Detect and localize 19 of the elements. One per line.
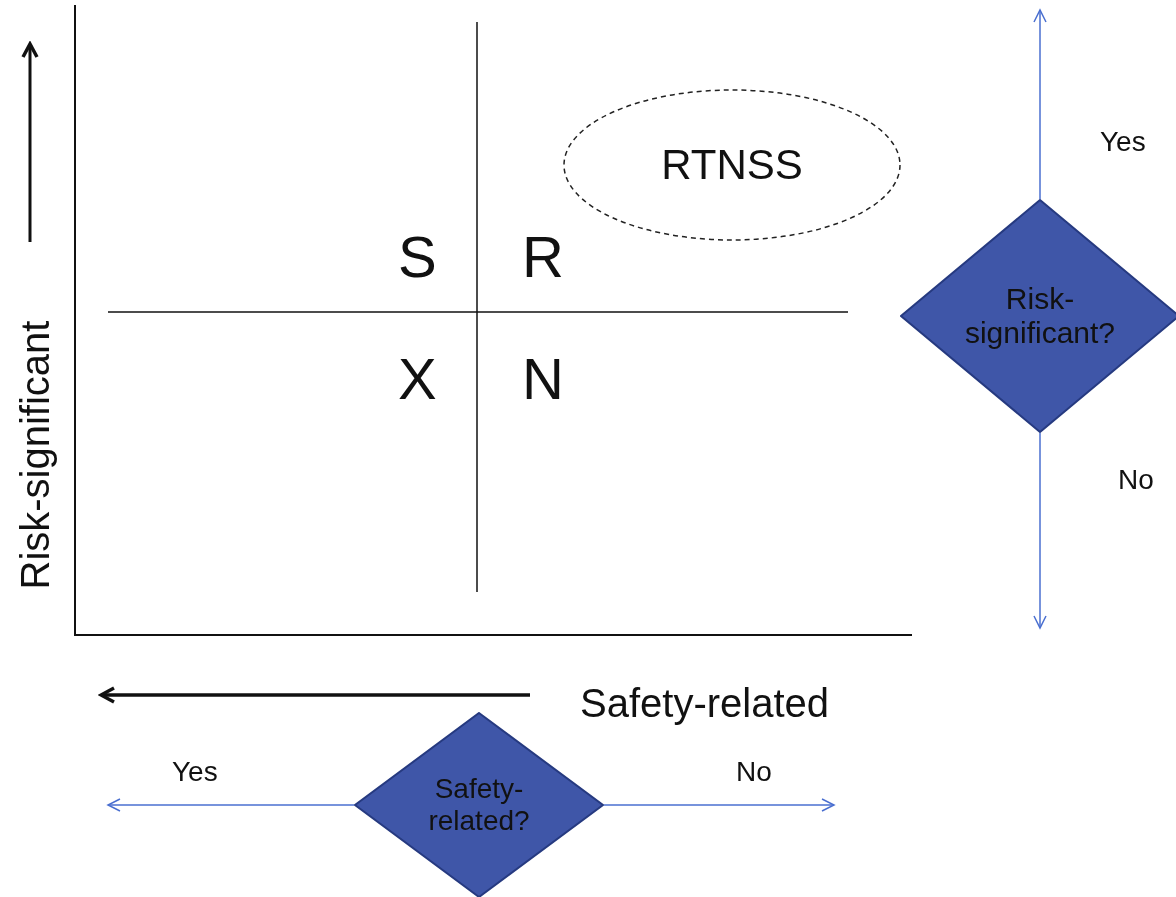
- region-label: RTNSS: [660, 140, 804, 190]
- edge-label: No: [736, 758, 772, 786]
- edge-label: Yes: [1100, 128, 1146, 156]
- decision-diamond: [900, 199, 1176, 433]
- arrow: [1033, 9, 1047, 200]
- axis-label: Risk-significant: [15, 320, 55, 590]
- decision-text: Safety-related?: [427, 772, 531, 838]
- quadrant-letter: N: [522, 350, 564, 408]
- quadrant-letter: R: [522, 228, 564, 286]
- arrow: [603, 798, 835, 812]
- quadrant-letter: X: [398, 350, 437, 408]
- decision-text: Risk-significant?: [963, 281, 1117, 351]
- edge-label: No: [1118, 466, 1154, 494]
- axis-label: Safety-related: [580, 683, 830, 723]
- arrow: [107, 798, 355, 812]
- arrow: [1033, 432, 1047, 629]
- edge-label: Yes: [172, 758, 218, 786]
- dashed-ellipse: [562, 88, 902, 242]
- quadrant-letter: S: [398, 228, 437, 286]
